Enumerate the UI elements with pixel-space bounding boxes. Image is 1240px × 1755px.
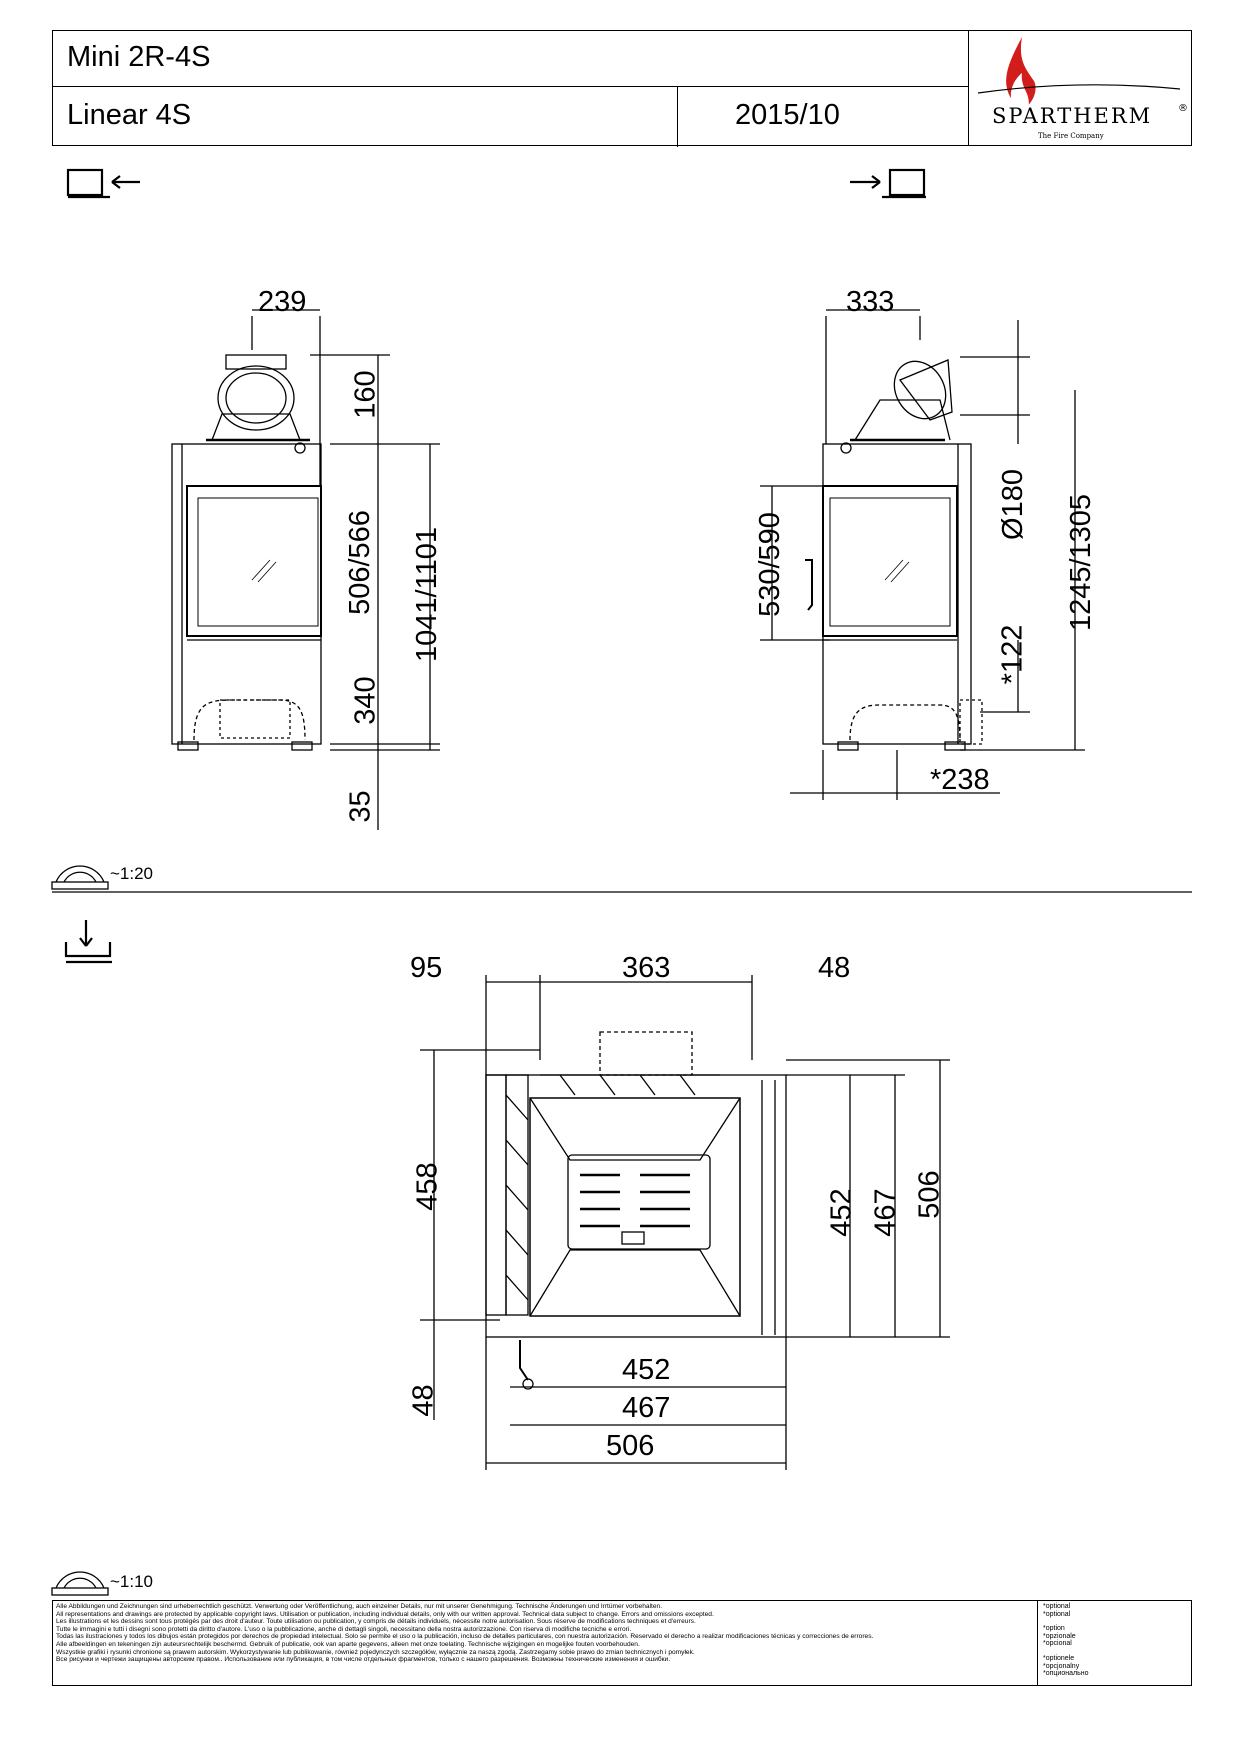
plan-dim-depth-467: 467 (869, 1188, 902, 1237)
brand-text: SPARTHERM (992, 104, 1152, 128)
front-dim-total-height: 1041/1101 (410, 527, 443, 662)
variant-name: Linear 4S (67, 99, 192, 131)
scale-elevation: ~1:20 (110, 864, 154, 883)
flame-icon: SPARTHERM ® The Fire Company (977, 37, 1188, 140)
disclaimer-line: Wszystkie grafiki i rysunki chronione są… (56, 1648, 695, 1656)
title-divider (53, 86, 968, 87)
front-dim-base-height: 340 (349, 676, 382, 725)
plan-dim-width-452: 452 (622, 1354, 671, 1386)
front-elevation (171, 309, 440, 830)
optional-label: *opzionale (1043, 1632, 1076, 1640)
front-dim-flue-height: 160 (349, 370, 382, 419)
brand-registered: ® (1178, 103, 1188, 114)
plan-dim-depth-452: 452 (825, 1188, 858, 1237)
side-dim-glass-height: 530/590 (753, 512, 786, 617)
side-dim-flue-diameter: Ø180 (996, 469, 1029, 540)
model-name: Mini 2R-4S (67, 41, 211, 73)
optional-label: *опционально (1043, 1670, 1089, 1678)
side-dim-top-width: 333 (846, 286, 895, 318)
brand-tagline: The Fire Company (1038, 132, 1104, 140)
disclaimer-line: Все рисунки и чертежи защищены авторским… (56, 1656, 671, 1664)
view-left-icon (66, 168, 140, 199)
plan-dim-depth-506: 506 (913, 1170, 946, 1219)
front-dim-glass-height: 506/566 (343, 510, 376, 615)
disclaimer-line: Alle afbeeldingen en tekeningen zijn aut… (56, 1640, 640, 1648)
plan-dim-width-467: 467 (622, 1392, 671, 1424)
revision-date: 2015/10 (735, 99, 840, 131)
optional-label: *optionele (1043, 1654, 1075, 1662)
plan-dim-width-506: 506 (606, 1430, 655, 1462)
plan-dim-left-depth: 458 (411, 1162, 444, 1211)
optional-label: *opcjonalny (1043, 1662, 1080, 1670)
plan-dim-left-offset: 95 (410, 952, 443, 984)
optional-label: *opcional (1043, 1640, 1072, 1648)
side-elevation (760, 309, 1085, 800)
disclaimer-line: Tutte le immagini e tutti i disegni sono… (56, 1625, 632, 1633)
plan-dim-inner-width: 363 (622, 952, 671, 984)
side-dim-optional-depth: *238 (930, 764, 990, 796)
front-dim-foot-height: 35 (344, 790, 377, 823)
optional-label: *optional (1043, 1603, 1071, 1610)
title-date-divider (677, 86, 678, 147)
disclaimer-box: Alle Abbildungen und Zeichnungen sind ur… (52, 1600, 1192, 1686)
optional-labels: *optional *optional *option *opzionale *… (1043, 1603, 1183, 1678)
view-top-icon (64, 920, 112, 964)
side-dim-total-height: 1245/1305 (1065, 493, 1098, 632)
scale-plan: ~1:10 (110, 1572, 154, 1591)
scale-icon-top (51, 865, 109, 890)
disclaimer-text: Alle Abbildungen und Zeichnungen sind ur… (56, 1603, 986, 1664)
disclaimer-line: Alle Abbildungen und Zeichnungen sind ur… (56, 1603, 663, 1610)
scale-icon-bottom (51, 1571, 109, 1596)
optional-label: *option (1043, 1625, 1065, 1633)
title-logo-divider (968, 31, 969, 145)
plan-dim-front-offset: 48 (407, 1384, 440, 1417)
front-dim-top-width: 239 (258, 286, 307, 318)
disclaimer-line: Les illustrations et les dessins sont to… (56, 1618, 696, 1626)
disclaimer-line: All representations and drawings are pro… (56, 1610, 714, 1618)
plan-dim-right-offset: 48 (818, 952, 851, 984)
view-right-icon (850, 168, 926, 199)
optional-label: *optional (1043, 1610, 1071, 1618)
plan-view (420, 975, 950, 1470)
title-block: Mini 2R-4S Linear 4S 2015/10 SPARTHERM ®… (52, 30, 1192, 147)
disclaimer-line: Todas las ilustraciones y todos los dibu… (56, 1633, 874, 1641)
disclaimer-divider (1037, 1601, 1038, 1685)
side-dim-optional-height: *122 (996, 624, 1029, 685)
